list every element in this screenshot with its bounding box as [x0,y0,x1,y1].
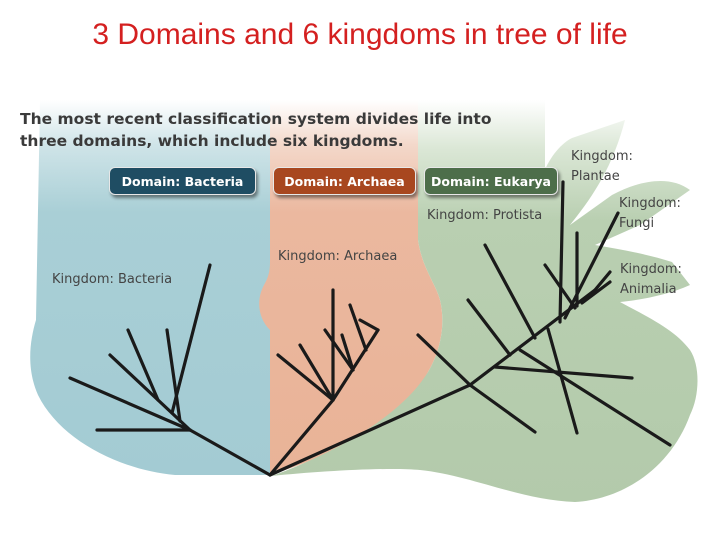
kingdom-plantae-label: Kingdom: Plantae [571,147,633,187]
bacteria-branch [126,328,160,402]
intro-text: The most recent classification system di… [20,108,510,152]
eukarya-branch [483,243,537,340]
archaea-branch [323,328,355,372]
eukarya-branch [468,383,537,434]
eukarya-region [272,100,698,502]
bacteria-branch [170,263,212,415]
domain-archaea-label: Domain: Archaea [273,167,416,195]
eukarya-branch [518,348,672,447]
eukarya-branch [580,280,612,305]
kingdom-plantae-line-1: Kingdom: [571,149,633,164]
kingdom-animalia-line-2: Animalia [620,282,677,297]
eukarya-branch [563,211,620,320]
eukarya-branch [546,327,579,435]
kingdom-animalia-label: Kingdom: Animalia [620,260,682,300]
kingdom-protista-label: Kingdom: Protista [427,208,543,223]
kingdom-bacteria-label: Kingdom: Bacteria [52,272,173,287]
bacteria-branch [68,376,192,432]
kingdom-plantae-line-2: Plantae [571,169,620,184]
archaea-branch [348,303,368,352]
intro-line-1: The most recent classification system di… [20,110,492,128]
eukarya-branch [466,298,512,357]
kingdom-animalia-line-1: Kingdom: [620,262,682,277]
archaea-branch [340,333,355,372]
archaea-branch [358,318,380,332]
kingdom-fungi-line-1: Kingdom: [619,196,681,211]
eukarya-branch [543,263,577,310]
eukarya-branch [558,180,565,324]
kingdom-archaea-label: Kingdom: Archaea [278,249,398,264]
archaea-branch [276,353,335,402]
kingdom-fungi-label: Kingdom: Fungi [619,194,681,234]
archaea-branch [298,343,335,402]
eukarya-branch [588,270,612,298]
slide-title: 3 Domains and 6 kingdoms in tree of life [92,18,628,51]
domain-eukarya-label: Domain: Eukarya [424,167,558,195]
kingdom-fungi-line-2: Fungi [619,216,655,231]
bacteria-branch [165,328,182,423]
domain-bacteria-label: Domain: Bacteria [109,167,256,195]
intro-line-2: three domains, which include six kingdom… [20,132,404,150]
eukarya-branch [493,365,634,380]
eukarya-branch [416,333,472,387]
